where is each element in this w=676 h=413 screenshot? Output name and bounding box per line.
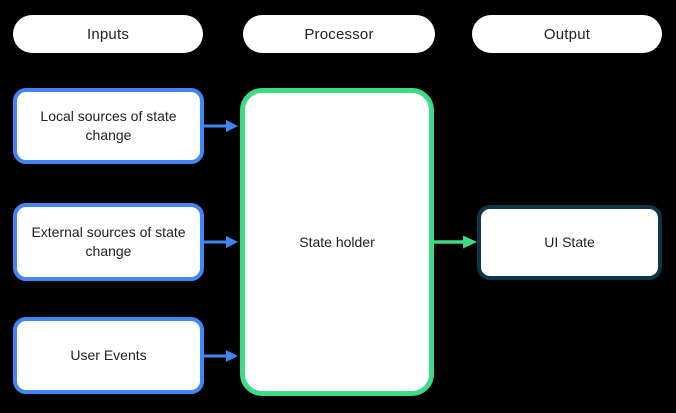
arrow-external-sources-to-state-holder xyxy=(203,236,238,248)
column-header-inputs-label: Inputs xyxy=(86,25,130,43)
column-header-output: Output xyxy=(472,15,662,53)
node-ui-state: UI State xyxy=(477,205,662,280)
node-external-sources-label: External sources of state change xyxy=(31,224,186,259)
node-ui-state-label: UI State xyxy=(544,234,595,250)
arrow-local-sources-to-state-holder xyxy=(203,120,238,132)
node-local-sources-label: Local sources of state change xyxy=(40,108,177,143)
node-user-events-label: User Events xyxy=(70,347,147,363)
arrow-user-events-to-state-holder xyxy=(203,350,238,362)
node-external-sources-of-state-change: External sources of state change xyxy=(13,203,204,281)
column-header-inputs: Inputs xyxy=(13,15,203,53)
column-header-processor: Processor xyxy=(243,15,435,53)
arrow-state-holder-to-ui-state xyxy=(434,235,477,249)
column-header-processor-label: Processor xyxy=(304,25,374,43)
node-local-sources-of-state-change: Local sources of state change xyxy=(13,88,204,164)
node-user-events: User Events xyxy=(13,317,204,394)
column-header-output-label: Output xyxy=(543,25,591,43)
node-state-holder: State holder xyxy=(240,88,434,396)
node-state-holder-label: State holder xyxy=(299,233,375,250)
